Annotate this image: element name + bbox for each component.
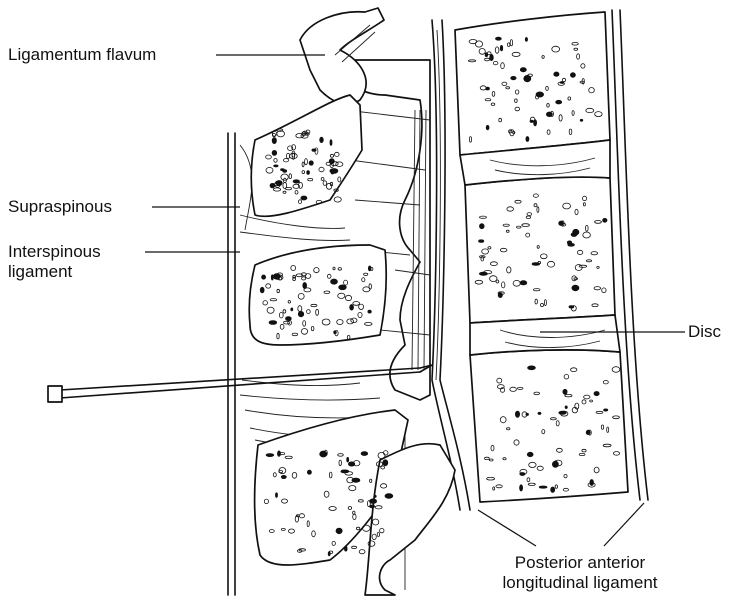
- bone-speckle: [266, 454, 274, 457]
- label-interspinous-line2: ligament: [8, 262, 72, 282]
- bone-speckle: [368, 266, 371, 271]
- bone-speckle: [511, 76, 516, 79]
- bone-speckle: [347, 457, 349, 462]
- bone-speckle: [274, 165, 278, 167]
- bone-speckle: [298, 311, 303, 316]
- bone-speckle: [486, 125, 489, 130]
- bone-speckle: [586, 430, 590, 434]
- bone-speckle: [554, 72, 559, 76]
- bone-speckle: [361, 452, 368, 456]
- bone-speckle: [563, 389, 567, 394]
- bone-speckle: [603, 218, 607, 222]
- bone-speckle: [345, 546, 348, 551]
- bone-speckle: [525, 38, 527, 42]
- bone-speckle: [385, 494, 393, 499]
- bone-speckle: [539, 486, 547, 488]
- bone-speckle: [552, 461, 558, 467]
- bone-speckle: [334, 197, 341, 202]
- bone-speckle: [604, 409, 608, 411]
- bone-speckle: [580, 119, 583, 121]
- bone-speckle: [303, 283, 307, 289]
- intervertebral-disc-2: [470, 315, 620, 355]
- bone-speckle: [320, 137, 324, 142]
- bone-speckle: [339, 285, 347, 290]
- bone-speckle: [556, 100, 562, 104]
- bone-speckle: [520, 68, 526, 72]
- bone-speckle: [515, 411, 519, 417]
- bone-speckle: [526, 137, 529, 142]
- label-ligamentum-flavum: Ligamentum flavum: [8, 45, 156, 65]
- bone-speckle: [262, 275, 266, 279]
- bone-speckle: [307, 470, 311, 474]
- bone-speckle: [363, 525, 371, 531]
- label-supraspinous: Supraspinous: [8, 197, 112, 217]
- bone-speckle: [573, 229, 579, 235]
- bone-speckle: [479, 272, 487, 275]
- bone-speckle: [336, 528, 342, 534]
- bone-speckle: [567, 241, 571, 244]
- bone-speckle: [528, 366, 536, 370]
- spinal-needle: [48, 365, 432, 402]
- bone-speckle: [291, 308, 293, 311]
- supraspinous-ligament-band: [228, 133, 252, 595]
- vertebral-body-2: [465, 177, 615, 323]
- label-interspinous-line1: Interspinous: [8, 242, 101, 262]
- bone-speckle: [269, 321, 277, 325]
- bone-speckle: [350, 305, 354, 311]
- bone-speckle: [500, 45, 502, 50]
- bone-speckle: [368, 310, 371, 313]
- bone-speckle: [527, 452, 533, 456]
- bone-speckle: [496, 37, 502, 40]
- bone-speckle: [260, 287, 264, 293]
- bone-speckle: [301, 196, 307, 200]
- bone-speckle: [383, 460, 388, 466]
- bone-speckle: [520, 281, 527, 285]
- vertebral-body-1: [455, 12, 610, 155]
- bone-speckle: [532, 263, 540, 266]
- bone-speckle: [330, 140, 332, 146]
- bone-speckle: [565, 406, 567, 409]
- bone-speckle: [276, 493, 278, 498]
- bone-speckle: [309, 161, 313, 165]
- bone-speckle: [570, 73, 575, 78]
- bone-speckle: [594, 392, 599, 396]
- bone-speckle: [329, 159, 334, 164]
- bone-speckle: [281, 475, 286, 478]
- bone-speckle: [312, 149, 316, 151]
- bone-speckle: [272, 150, 277, 155]
- bone-speckle: [536, 92, 544, 97]
- bone-speckle: [572, 285, 579, 291]
- bone-speckle: [480, 224, 485, 229]
- bone-speckle: [520, 485, 523, 491]
- bone-speckle: [281, 169, 285, 171]
- spinous-process-middle: [249, 245, 386, 345]
- bone-speckle: [272, 138, 276, 144]
- bone-speckle: [370, 505, 375, 508]
- bone-speckle: [374, 495, 376, 497]
- bone-speckle: [307, 171, 310, 175]
- bone-speckle: [278, 451, 281, 456]
- label-posterior-line2: longitudinal ligament: [455, 573, 705, 593]
- label-posterior-line1: Posterior anterior: [470, 553, 690, 573]
- bone-speckle: [534, 120, 537, 126]
- bone-speckle: [331, 279, 338, 284]
- bone-speckle: [498, 293, 502, 298]
- bone-speckle: [479, 240, 484, 243]
- bone-speckle: [352, 546, 357, 548]
- bone-speckle: [546, 112, 552, 117]
- bone-speckle: [551, 487, 555, 492]
- label-disc: Disc: [688, 322, 721, 342]
- bone-speckle: [286, 317, 292, 321]
- bone-speckle: [490, 54, 494, 60]
- bone-speckle: [359, 550, 365, 554]
- bone-speckle: [293, 180, 299, 183]
- vertebral-body-3: [470, 350, 628, 502]
- bone-speckle: [538, 412, 541, 414]
